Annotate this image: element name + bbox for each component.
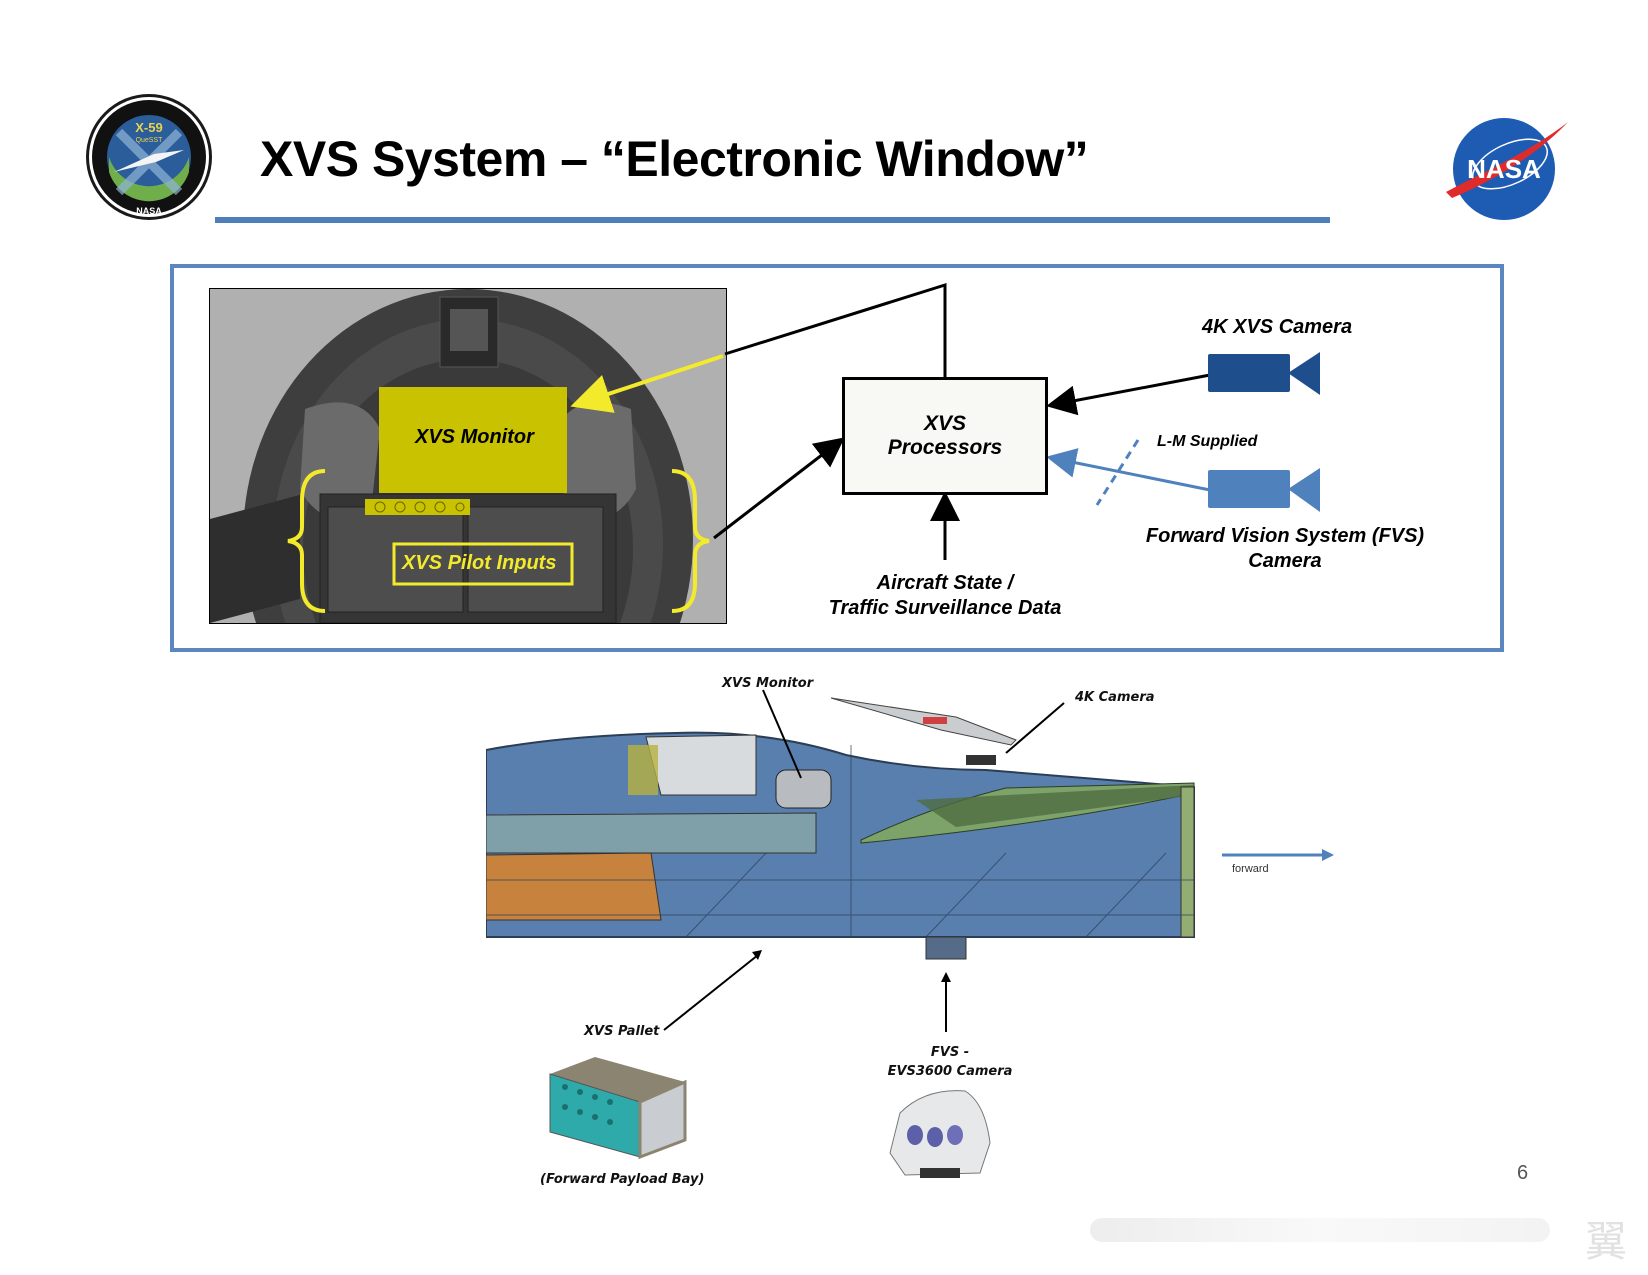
evs3600-camera-image <box>885 1083 995 1183</box>
slide-title: XVS System – “Electronic Window” <box>260 131 1089 187</box>
right-bracket <box>671 469 710 613</box>
patch-nasa-text: NASA <box>136 206 162 216</box>
monitor-callout-line <box>762 689 802 779</box>
diagram-connectors <box>570 282 1320 560</box>
callout-fvs-camera: FVS - EVS3600 Camera <box>880 1043 1020 1081</box>
aircraft-cutaway-illustration <box>485 675 1216 975</box>
camera-4k-label: 4K XVS Camera <box>1202 316 1353 338</box>
callout-xvs-monitor: XVS Monitor <box>722 676 814 691</box>
nasa-logo-text: NASA <box>1467 154 1541 184</box>
callout-fvs-line2: EVS3600 Camera <box>887 1064 1013 1079</box>
fvs-camera-label: Forward Vision System (FVS) Camera <box>1110 524 1460 574</box>
callout-fvs-line1: FVS - <box>930 1045 970 1060</box>
camera-4k-arrow <box>1046 373 1211 416</box>
xvs-monitor-highlight <box>379 387 567 493</box>
nasa-logo: NASA <box>1440 112 1572 224</box>
processor-label-line1: XVS <box>923 412 967 435</box>
pilot-inputs-arrow <box>713 437 845 540</box>
forward-label: forward <box>1232 863 1269 875</box>
mission-patch-logo: X-59 QueSST NASA <box>84 92 214 222</box>
patch-x59-text: X-59 <box>135 120 162 135</box>
cockpit-view-image: XVS Monitor XVS Pilot Inputs <box>209 288 727 624</box>
callout-4k-camera: 4K Camera <box>1075 690 1155 705</box>
pallet-location-label: (Forward Payload Bay) <box>540 1172 705 1187</box>
lm-supplied-label: L-M Supplied <box>1157 433 1258 450</box>
monitor-feed-line <box>724 282 947 377</box>
forward-direction-arrow <box>1222 849 1334 861</box>
page-number: 6 <box>1517 1162 1529 1184</box>
camera-4k-icon <box>1208 352 1320 395</box>
title-divider <box>215 217 1330 223</box>
xvs-pallet-image <box>545 1052 695 1162</box>
xvs-monitor-label: XVS Monitor <box>415 426 534 448</box>
lower-callout-lines <box>663 950 951 1032</box>
processor-label-line2: Processors <box>887 436 1003 459</box>
left-bracket <box>287 469 326 613</box>
callout-xvs-pallet: XVS Pallet <box>584 1024 660 1039</box>
monitor-pointer-arrow <box>570 354 724 413</box>
xvs-pilot-inputs-label: XVS Pilot Inputs <box>402 552 557 574</box>
xvs-processors-box: XVS Processors <box>842 377 1048 495</box>
aircraft-data-line2: Traffic Surveillance Data <box>828 597 1062 619</box>
fvs-camera-label-line2: Camera <box>1248 550 1322 572</box>
pilot-inputs-box <box>392 542 574 586</box>
fvs-camera-arrow <box>1046 448 1211 492</box>
watermark-glyph: 翼 <box>1585 1217 1628 1266</box>
patch-quesst-text: QueSST <box>136 137 164 144</box>
fvs-camera-icon <box>1208 468 1320 512</box>
aircraft-data-line1: Aircraft State / <box>876 572 1014 594</box>
watermark: 翼 <box>1090 1210 1648 1266</box>
fvs-camera-label-line1: Forward Vision System (FVS) <box>1145 525 1425 547</box>
aircraft-data-label: Aircraft State / Traffic Surveillance Da… <box>795 571 1095 621</box>
camera-4k-callout-line <box>1005 702 1065 754</box>
system-diagram-frame <box>170 264 1504 652</box>
